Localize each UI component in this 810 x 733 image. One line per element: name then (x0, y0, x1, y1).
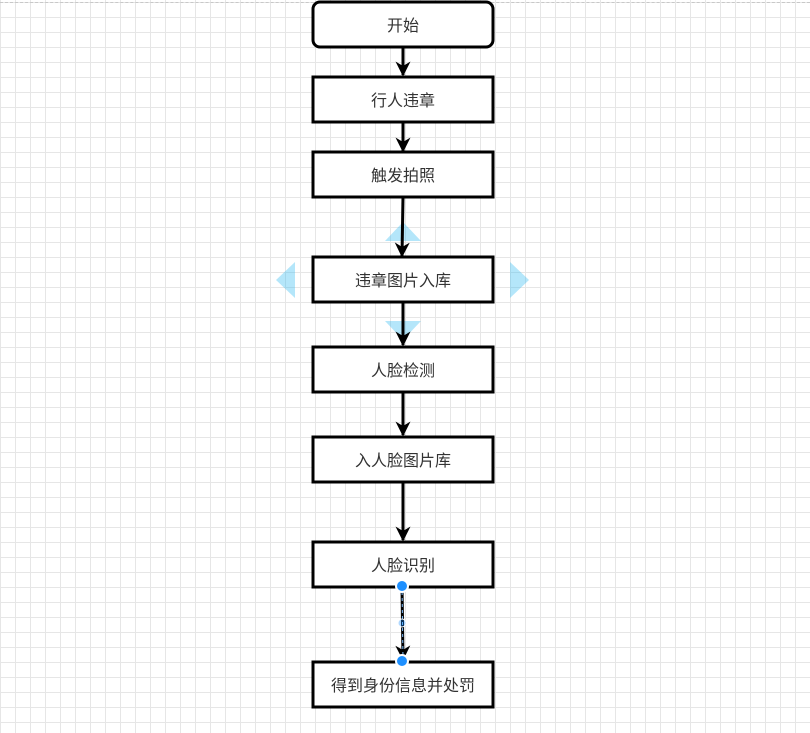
edge-target-handle[interactable] (395, 654, 409, 668)
node-start-label: 开始 (387, 16, 419, 35)
edge-source-handle[interactable] (395, 579, 409, 593)
node-start[interactable]: 开始 (311, 0, 495, 49)
node-trigger-photo[interactable]: 触发拍照 (311, 150, 495, 199)
edge-midpoint-handle[interactable] (397, 618, 407, 628)
node-face-detect[interactable]: 人脸检测 (311, 345, 495, 394)
node-violation-label: 行人违章 (371, 91, 435, 110)
node-trigger-photo-label: 触发拍照 (371, 166, 435, 185)
node-identity-penalty[interactable]: 得到身份信息并处罚 (311, 660, 495, 709)
node-face-recognize-label: 人脸识别 (371, 556, 435, 575)
node-face-detect-label: 人脸检测 (371, 361, 435, 380)
node-violation[interactable]: 行人违章 (311, 75, 495, 124)
hover-arrow-right-icon[interactable] (510, 262, 529, 298)
edge-trigger-photo-store-image[interactable] (394, 196, 410, 258)
node-store-face-label: 入人脸图片库 (355, 451, 451, 470)
node-store-face[interactable]: 入人脸图片库 (311, 435, 495, 484)
edge-selection-handles (395, 579, 409, 668)
node-store-image-label: 违章图片入库 (355, 271, 451, 290)
hover-arrow-left-icon[interactable] (276, 262, 295, 298)
node-identity-penalty-label: 得到身份信息并处罚 (331, 676, 475, 695)
edges (394, 47, 411, 661)
edge-face-recognize-identity-penalty[interactable] (395, 585, 411, 661)
node-store-image[interactable]: 违章图片入库 (311, 255, 495, 304)
